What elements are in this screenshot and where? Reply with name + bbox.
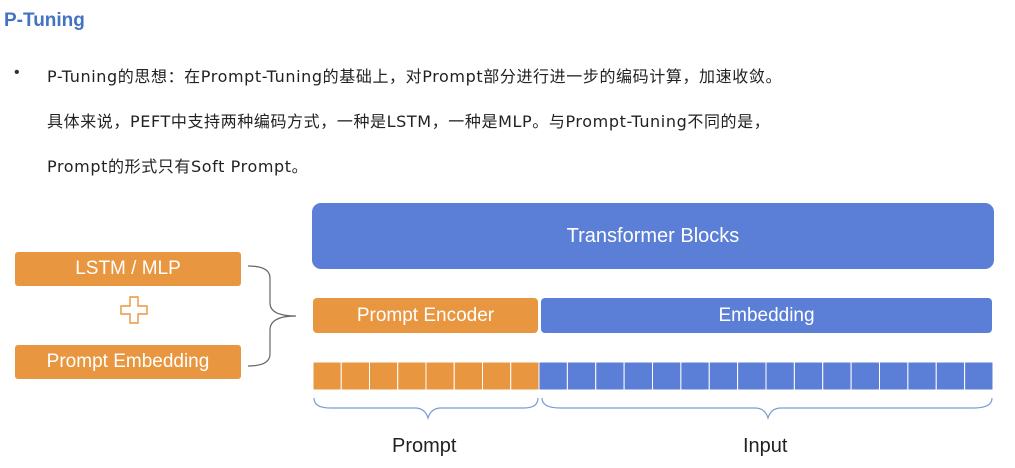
prompt-token-cell (425, 361, 455, 391)
input-brace (541, 397, 993, 421)
input-token-cell (737, 361, 767, 391)
plus-icon (120, 296, 148, 324)
input-token-cell (935, 361, 966, 391)
prompt-token-cell (340, 361, 370, 391)
bullet-marker: • (14, 64, 20, 81)
prompt-token-cell (312, 361, 342, 391)
input-token-cell (566, 361, 597, 391)
input-token-cell (907, 361, 937, 391)
input-token-cell (879, 361, 909, 391)
input-token-cell (793, 361, 824, 391)
lstm-mlp-block: LSTM / MLP (15, 252, 241, 286)
paragraph-line-3: Prompt的形式只有Soft Prompt。 (47, 157, 309, 176)
input-token-cell (538, 361, 568, 391)
prompt-token-cell (482, 361, 512, 391)
input-token-cell (595, 361, 625, 391)
input-token-cell (822, 361, 852, 391)
prompt-encoder-block: Prompt Encoder (313, 298, 538, 333)
prompt-caption: Prompt (392, 435, 457, 457)
prompt-token-cell (453, 361, 483, 391)
input-token-cell (623, 361, 653, 391)
input-token-cell (850, 361, 880, 391)
paragraph-line-2: 具体来说，PEFT中支持两种编码方式，一种是LSTM，一种是MLP。与Promp… (47, 112, 771, 131)
prompt-token-cell (510, 361, 540, 391)
page-title: P-Tuning (4, 10, 85, 31)
left-bracket (247, 265, 297, 367)
paragraph-line-1: P-Tuning的思想：在Prompt-Tuning的基础上，对Prompt部分… (47, 67, 783, 86)
transformer-blocks: Transformer Blocks (312, 203, 994, 269)
input-caption: Input (743, 435, 788, 457)
input-token-cell (652, 361, 682, 391)
input-token-cell (765, 361, 795, 391)
prompt-brace (313, 397, 539, 421)
input-token-cell (680, 361, 710, 391)
input-token-cell (708, 361, 739, 391)
embedding-block: Embedding (541, 298, 992, 333)
prompt-token-cell (369, 361, 399, 391)
token-cells (312, 361, 994, 391)
input-token-cell (964, 361, 994, 391)
prompt-token-cell (397, 361, 427, 391)
prompt-embedding-block: Prompt Embedding (15, 345, 241, 379)
